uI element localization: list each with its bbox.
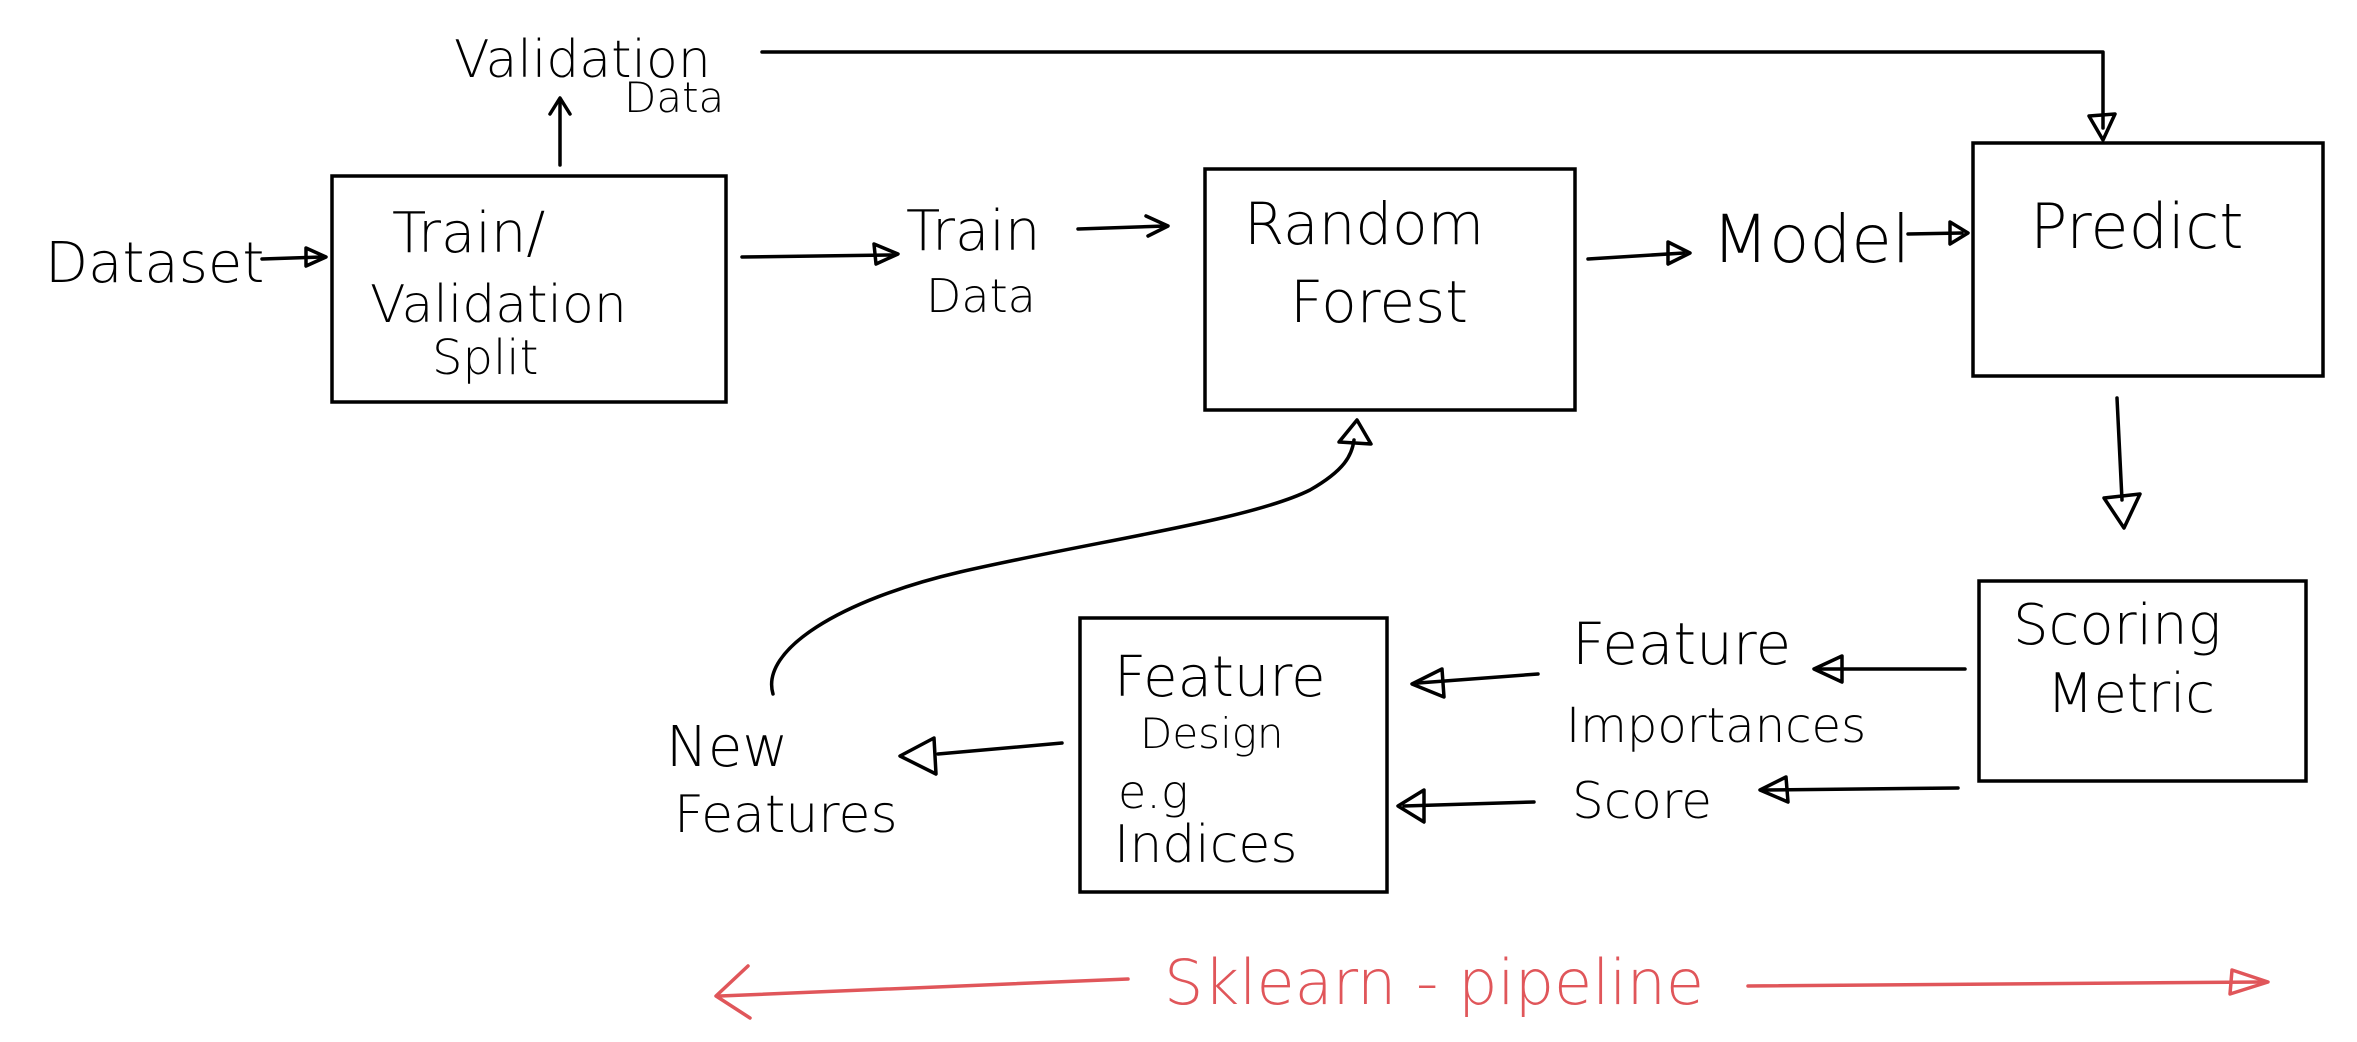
sklearn-pipeline-span: Sklearn - pipeline: [714, 946, 2270, 1020]
random-forest-line-1: Random: [1244, 190, 1484, 258]
edge-new-features-to-random-forest: [769, 418, 1373, 696]
validation-data-label: Validation Data: [454, 30, 724, 122]
edge-train-data-to-random-forest: [1076, 214, 1170, 238]
edge-split-to-validation-data: [548, 96, 572, 167]
edge-scoring-to-feature-importances: [1812, 654, 1967, 684]
edge-split-to-train-data: [740, 242, 900, 266]
split-label-line-2: Validation: [370, 275, 627, 335]
feature-importances-line-1: Feature: [1572, 610, 1791, 678]
predict-label: Predict: [2030, 190, 2244, 263]
new-features-label: New Features: [666, 715, 898, 845]
predict-box: [1971, 141, 2325, 378]
feature-design-line-1: Feature: [1114, 645, 1326, 710]
edge-scoring-to-score: [1758, 775, 1960, 804]
edge-model-to-predict: [1906, 220, 1970, 246]
train-data-label: Train Data: [906, 199, 1040, 323]
new-features-line-2: Features: [674, 785, 898, 845]
feature-importances-line-2: Importances: [1566, 698, 1866, 754]
edge-validation-data-to-predict: [760, 50, 2117, 142]
pipeline-left-line: [718, 977, 1130, 998]
train-validation-split-box: [330, 174, 728, 404]
edge-feature-importances-to-feature-design: [1410, 667, 1540, 699]
train-data-line-2: Data: [926, 269, 1036, 323]
validation-data-line-2: Data: [624, 73, 724, 122]
feature-importances-label: Feature Importances: [1566, 610, 1866, 754]
feature-design-line-2: Design: [1140, 709, 1284, 758]
pipeline-label: Sklearn - pipeline: [1164, 946, 1704, 1019]
model-label: Model: [1712, 201, 1910, 278]
new-features-line-1: New: [666, 715, 788, 780]
score-label: Score: [1572, 772, 1712, 830]
scoring-metric-line-2: Metric: [2047, 662, 2215, 725]
train-data-line-1: Train: [906, 199, 1040, 264]
random-forest-label: Random Forest: [1244, 190, 1484, 336]
edge-dataset-to-split: [260, 246, 328, 268]
random-forest-box: [1203, 167, 1577, 412]
split-label-line-1: Train/: [392, 201, 545, 266]
feature-design-label: Feature Design e.g Indices: [1114, 645, 1326, 875]
scoring-metric-box: [1977, 579, 2308, 783]
dataset-label: Dataset: [45, 231, 264, 296]
pipeline-right-arrowhead: [2228, 968, 2270, 996]
random-forest-line-2: Forest: [1290, 268, 1468, 336]
scoring-metric-line-1: Scoring: [2013, 593, 2221, 658]
feature-design-line-4: Indices: [1114, 815, 1297, 875]
edge-random-forest-to-model: [1586, 240, 1692, 266]
split-label-line-3: Split: [432, 330, 538, 386]
edge-score-to-feature-design: [1396, 788, 1536, 824]
feature-design-box: [1078, 616, 1389, 894]
validation-data-line-1: Validation: [454, 30, 711, 90]
feature-design-line-3: e.g: [1118, 765, 1189, 819]
pipeline-left-arrowhead: [714, 964, 752, 1020]
edge-feature-design-to-new-features: [898, 736, 1064, 776]
pipeline-right-line: [1746, 980, 2264, 988]
scoring-metric-label: Scoring Metric: [2013, 593, 2221, 725]
edge-predict-to-scoring: [2102, 396, 2142, 530]
train-validation-split-label: Train/ Validation Split: [370, 201, 627, 386]
